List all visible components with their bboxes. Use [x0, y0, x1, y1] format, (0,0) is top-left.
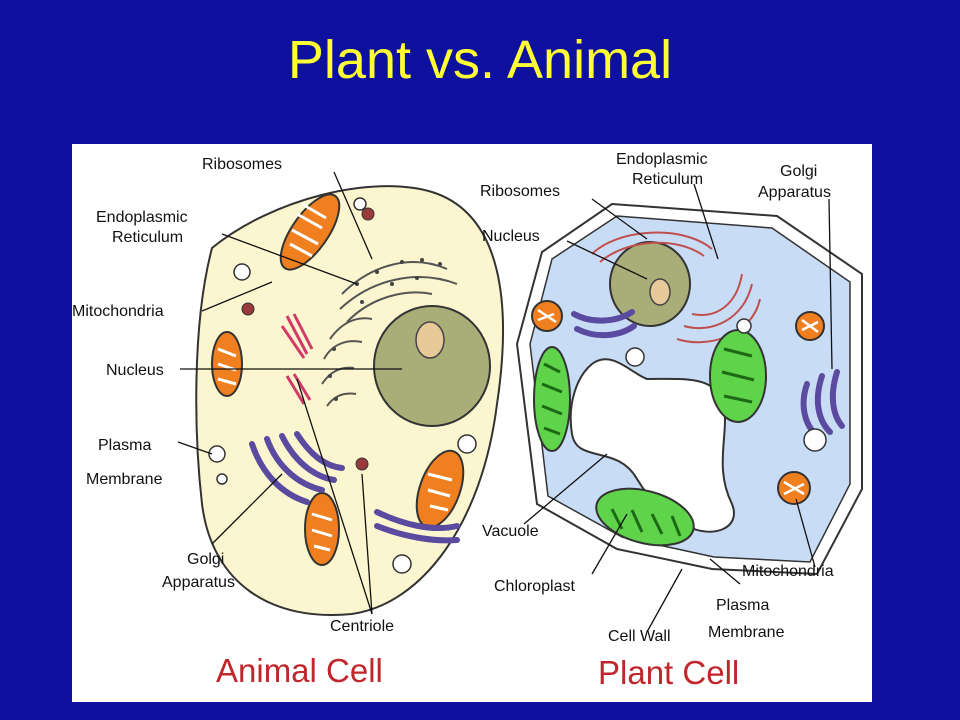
plant-label-er-1: Endoplasmic — [616, 151, 708, 168]
plant-leader-lines — [523, 183, 833, 633]
plant-label-golgi-2: Apparatus — [758, 184, 831, 201]
animal-label-plasma-1: Plasma — [98, 437, 151, 454]
animal-leader-lines — [177, 171, 402, 615]
plant-label-cell-wall: Cell Wall — [608, 628, 671, 645]
plant-mitochondria — [531, 300, 825, 505]
slide-title: Plant vs. Animal — [287, 30, 673, 90]
animal-nucleus — [373, 305, 491, 427]
animal-label-er-2: Reticulum — [112, 229, 183, 246]
animal-label-mitochondria: Mitochondria — [72, 303, 164, 320]
cell-diagram: Ribosomes Endoplasmic Reticulum Mitochon… — [72, 151, 863, 691]
plant-cell: Endoplasmic Reticulum Ribosomes Nucleus … — [480, 151, 863, 691]
plant-label-er-2: Reticulum — [632, 171, 703, 188]
plant-nucleus — [609, 241, 691, 327]
animal-centrioles — [280, 313, 314, 405]
plant-labels: Endoplasmic Reticulum Ribosomes Nucleus … — [480, 151, 834, 645]
plant-vesicles — [625, 318, 827, 452]
animal-label-golgi-2: Apparatus — [162, 574, 235, 591]
plant-vacuole — [569, 358, 735, 533]
animal-cell: Ribosomes Endoplasmic Reticulum Mitochon… — [72, 156, 504, 689]
animal-lysosomes — [241, 207, 375, 471]
animal-vesicles — [208, 197, 477, 574]
animal-ribosomes — [328, 258, 442, 401]
animal-label-er-1: Endoplasmic — [96, 209, 188, 226]
animal-label-ribosomes: Ribosomes — [202, 156, 282, 173]
plant-golgi-apparatus — [571, 309, 845, 439]
animal-label-nucleus: Nucleus — [106, 362, 164, 379]
plant-label-golgi-1: Golgi — [780, 163, 817, 180]
animal-cell-caption: Animal Cell — [216, 652, 383, 689]
cell-diagram-panel: Ribosomes Endoplasmic Reticulum Mitochon… — [72, 144, 872, 702]
animal-labels: Ribosomes Endoplasmic Reticulum Mitochon… — [72, 156, 394, 635]
plant-label-nucleus: Nucleus — [482, 228, 540, 245]
plant-label-chloroplast: Chloroplast — [494, 578, 575, 595]
plant-label-ribosomes: Ribosomes — [480, 183, 560, 200]
plant-label-mitochondria: Mitochondria — [742, 563, 834, 580]
plant-nucleolus — [649, 278, 671, 306]
animal-mitochondria — [211, 193, 465, 566]
plant-chloroplasts — [533, 329, 767, 547]
animal-golgi-apparatus — [249, 431, 460, 544]
animal-label-plasma-2: Membrane — [86, 471, 163, 488]
plant-cell-caption: Plant Cell — [598, 654, 739, 691]
plant-label-vacuole: Vacuole — [482, 523, 539, 540]
animal-label-centriole: Centriole — [330, 618, 394, 635]
animal-nucleolus — [415, 321, 445, 359]
plant-label-plasma-2: Membrane — [708, 624, 785, 641]
animal-endoplasmic-reticulum — [321, 261, 458, 407]
plant-label-plasma-1: Plasma — [716, 597, 769, 614]
animal-label-golgi-1: Golgi — [187, 551, 224, 568]
